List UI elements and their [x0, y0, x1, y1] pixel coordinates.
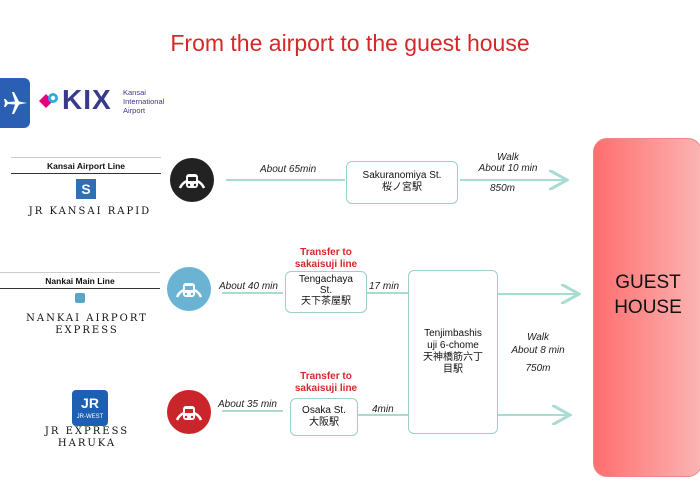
train-icon-black — [170, 158, 214, 202]
kansai-airport-line-panel: Kansai Airport Line S — [11, 157, 161, 207]
route3-time: About 35 min — [218, 399, 277, 410]
train-icon-red — [167, 390, 211, 434]
jr-west-logo: JR JR-WEST — [72, 390, 108, 426]
route1-walk-info: Walk About 10 min — [478, 152, 538, 174]
guest-house-box — [593, 138, 700, 477]
kix-logo-text: KIX — [62, 84, 112, 115]
page-title: From the airport to the guest house — [170, 30, 530, 56]
route1-time: About 65min — [260, 164, 317, 175]
nankai-airport-express-label: NANKAI AIRPORT EXPRESS — [26, 313, 148, 336]
kix-logo-mark-icon — [39, 93, 58, 108]
route3-transfer-time: 4min — [372, 404, 394, 415]
tenjimbashisuji-station-box: Tenjimbashis uji 6-chome 天神橋筋六丁 目駅 — [408, 270, 498, 434]
kix-logo-subtitle: Kansai International Airport — [123, 88, 165, 115]
line-s-badge: S — [76, 179, 96, 199]
tengachaya-station-box: Tengachaya St. 天下茶屋駅 — [285, 271, 367, 313]
sakuranomiya-en: Sakuranomiya St. — [362, 170, 442, 181]
hub-walk-info: Walk About 8 min 750m — [511, 332, 565, 374]
kansai-airport-line-label: Kansai Airport Line — [46, 161, 126, 171]
route2-transfer-time: 17 min — [369, 281, 400, 292]
jr-kansai-rapid-label: JR KANSAI RAPID — [28, 206, 152, 217]
jr-express-haruka-label: JR EXPRESS HARUKA — [44, 426, 130, 449]
sakuranomiya-station-box: Sakuranomiya St. 桜ノ宮駅 — [346, 161, 458, 204]
nankai-main-line-panel: Nankai Main Line — [0, 272, 160, 304]
nankai-main-line-label: Nankai Main Line — [45, 276, 115, 286]
route2-time: About 40 min — [219, 281, 278, 292]
airplane-icon — [0, 78, 30, 128]
route3-transfer-note: Transfer to sakaisuji line — [294, 371, 358, 394]
guest-house-label: GUEST HOUSE — [614, 272, 682, 318]
route2-transfer-note: Transfer to sakaisuji line — [294, 247, 358, 270]
train-icon-blue — [167, 267, 211, 311]
sakuranomiya-jp: 桜ノ宮駅 — [382, 182, 422, 193]
nankai-line-badge-icon — [75, 293, 85, 303]
route1-walk-distance: 850m — [490, 183, 516, 194]
osaka-station-box: Osaka St. 大阪駅 — [290, 398, 358, 436]
